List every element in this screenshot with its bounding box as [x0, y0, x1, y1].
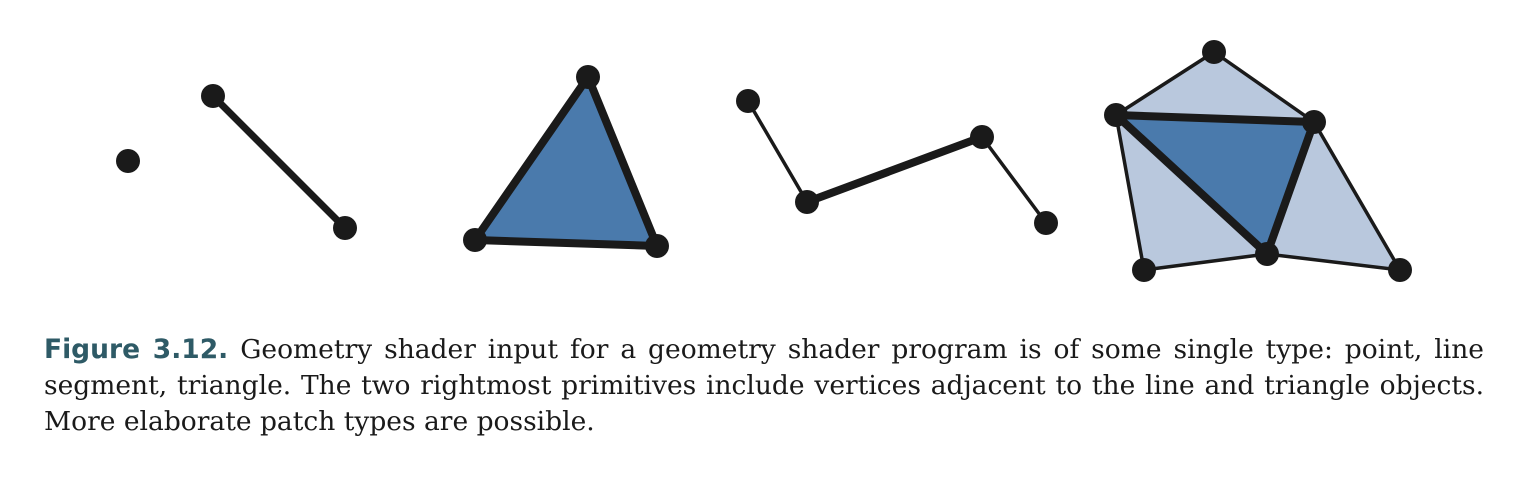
adjacent-edge: [746, 99, 809, 204]
vertex: [333, 216, 357, 240]
line-edge: [209, 92, 349, 232]
line-edge: [803, 133, 986, 206]
caption-text: Geometry shader input for a geometry sha…: [44, 334, 1484, 437]
vertex: [795, 190, 819, 214]
triangle-face: [1112, 111, 1318, 258]
figure-label: Figure 3.12.: [44, 334, 229, 365]
vertex: [201, 84, 225, 108]
line-segment-primitive: [201, 84, 357, 240]
point-primitive: [116, 149, 140, 173]
vertex: [1255, 242, 1279, 266]
triangle-primitive: [463, 65, 669, 258]
vertex: [463, 228, 487, 252]
triangle-adjacency-primitive: [1104, 40, 1412, 282]
adjacent-vertex: [1132, 258, 1156, 282]
adjacent-vertex: [1034, 211, 1058, 235]
adjacent-vertex: [1388, 258, 1412, 282]
vertex: [1302, 110, 1326, 134]
figure-caption: Figure 3.12.Geometry shader input for a …: [44, 332, 1484, 440]
vertex: [645, 234, 669, 258]
vertex: [970, 125, 994, 149]
adjacent-edge: [980, 135, 1048, 225]
vertex: [116, 149, 140, 173]
line-adjacency-primitive: [736, 89, 1058, 235]
vertex: [576, 65, 600, 89]
primitives-figure: [116, 40, 1412, 282]
adjacent-vertex: [736, 89, 760, 113]
adjacent-vertex: [1202, 40, 1226, 64]
vertex: [1104, 103, 1128, 127]
triangle-face: [471, 73, 661, 250]
